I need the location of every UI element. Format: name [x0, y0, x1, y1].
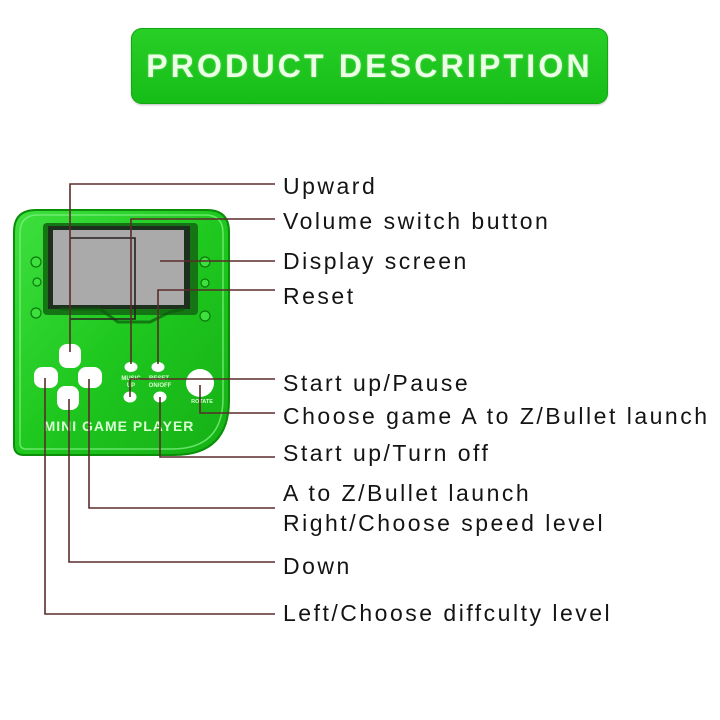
side-decorations [30, 256, 211, 322]
up-label: UP [127, 383, 135, 389]
callout-volume: Volume switch button [283, 208, 551, 234]
rotate-label: ROTATE [191, 399, 213, 405]
up-button[interactable] [59, 344, 81, 368]
leader-left [44, 378, 275, 615]
callout-a-to-z: A to Z/Bullet launch [283, 480, 532, 506]
leader-reset [157, 289, 275, 364]
callout-down: Down [283, 553, 352, 579]
callout-start-off: Start up/Turn off [283, 440, 491, 466]
leader-start-off [159, 397, 275, 458]
callout-upward: Upward [283, 173, 378, 199]
display-screen [53, 230, 184, 305]
onoff-label: ON/OFF [149, 383, 172, 389]
callout-display: Display screen [283, 248, 469, 274]
banner-title: PRODUCT DESCRIPTION [146, 47, 593, 84]
device-name-label: MINI GAME PLAYER [44, 418, 195, 434]
screen-shadow [60, 307, 185, 324]
callout-choose-game: Choose game A to Z/Bullet launch [283, 403, 710, 429]
callout-left-difficulty: Left/Choose diffculty level [283, 600, 613, 626]
callout-right-speed: Right/Choose speed level [283, 510, 606, 536]
left-button[interactable] [34, 367, 58, 388]
leader-down [68, 399, 275, 563]
device-body-highlight [19, 214, 224, 450]
callout-start-pause: Start up/Pause [283, 370, 471, 396]
title-banner: PRODUCT DESCRIPTION [131, 28, 608, 104]
leader-volume [130, 218, 275, 364]
reset-button[interactable] [151, 362, 165, 372]
screen-inner-box [70, 237, 136, 320]
d-pad [34, 344, 102, 410]
rotate-button[interactable] [186, 369, 214, 397]
music-button[interactable] [124, 362, 138, 372]
down-button[interactable] [57, 386, 79, 410]
leader-start-pause [129, 378, 275, 397]
callout-reset: Reset [283, 283, 356, 309]
leader-choose-game [199, 385, 275, 414]
right-button[interactable] [78, 367, 102, 388]
leader-a-to-z [88, 379, 275, 509]
leader-upward [69, 183, 275, 352]
